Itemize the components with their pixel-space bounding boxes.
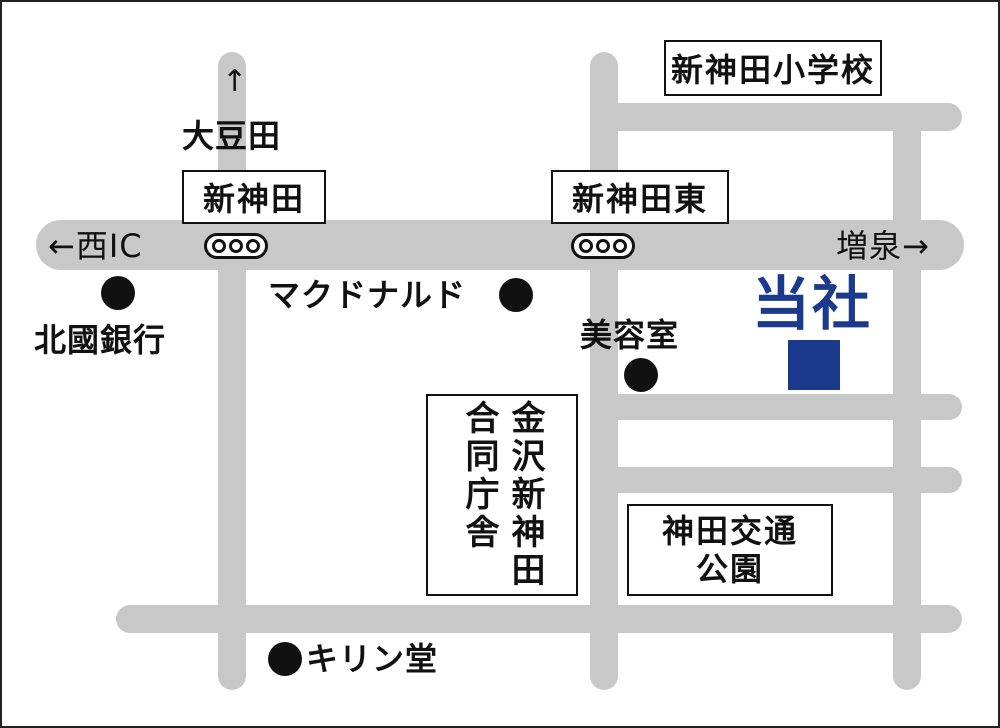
company-location-marker-icon bbox=[788, 340, 840, 390]
direction-label-north: 大豆田 bbox=[182, 117, 282, 155]
landmark-bank: 北國銀行 bbox=[34, 321, 167, 359]
landmark-mcdonalds: マクドナルド bbox=[268, 276, 467, 314]
salon-marker-icon bbox=[624, 358, 658, 392]
road-west-north-south bbox=[218, 52, 246, 690]
traffic-signal-icon bbox=[571, 233, 635, 259]
government-building-text-col2: 合同庁舎 bbox=[459, 400, 499, 552]
signal-lamp bbox=[228, 239, 243, 253]
signal-lamp bbox=[578, 239, 593, 253]
road-south-east-west bbox=[116, 605, 962, 633]
mcdonalds-marker-icon bbox=[499, 278, 533, 312]
intersection-label-shinjinda: 新神田 bbox=[182, 170, 326, 224]
road-east-branch-2 bbox=[590, 467, 962, 493]
signal-lamp bbox=[613, 239, 628, 253]
landmark-school-text: 新神田小学校 bbox=[670, 51, 875, 89]
north-arrow-icon: ↑ bbox=[222, 64, 249, 99]
intersection-label-shinjinda-higashi-text: 新神田東 bbox=[571, 180, 708, 218]
signal-lamp bbox=[211, 239, 226, 253]
direction-label-west: ←西IC bbox=[48, 227, 143, 265]
landmark-park-text-line1: 神田交通 bbox=[661, 512, 798, 550]
signal-lamp bbox=[595, 239, 610, 253]
direction-label-east: 増泉→ bbox=[836, 227, 930, 265]
road-north-connector bbox=[590, 103, 962, 131]
road-main-east-west bbox=[36, 220, 964, 270]
landmark-government-building: 金沢新神田 合同庁舎 bbox=[426, 394, 578, 596]
traffic-signal-icon bbox=[204, 233, 268, 259]
company-label: 当社 bbox=[752, 270, 873, 338]
landmark-park: 神田交通 公園 bbox=[627, 504, 833, 596]
landmark-park-text-line2: 公園 bbox=[695, 550, 764, 588]
landmark-kirindo: キリン堂 bbox=[306, 640, 439, 678]
road-east-north-south bbox=[590, 52, 618, 690]
landmark-salon: 美容室 bbox=[580, 316, 680, 354]
road-east-branch-1 bbox=[590, 394, 962, 420]
bank-marker-icon bbox=[101, 276, 135, 310]
government-building-text-col1: 金沢新神田 bbox=[505, 400, 545, 590]
landmark-school: 新神田小学校 bbox=[664, 40, 882, 96]
kirindo-marker-icon bbox=[268, 642, 302, 676]
intersection-label-shinjinda-text: 新神田 bbox=[202, 180, 305, 218]
intersection-label-shinjinda-higashi: 新神田東 bbox=[551, 170, 729, 224]
signal-lamp bbox=[246, 239, 261, 253]
